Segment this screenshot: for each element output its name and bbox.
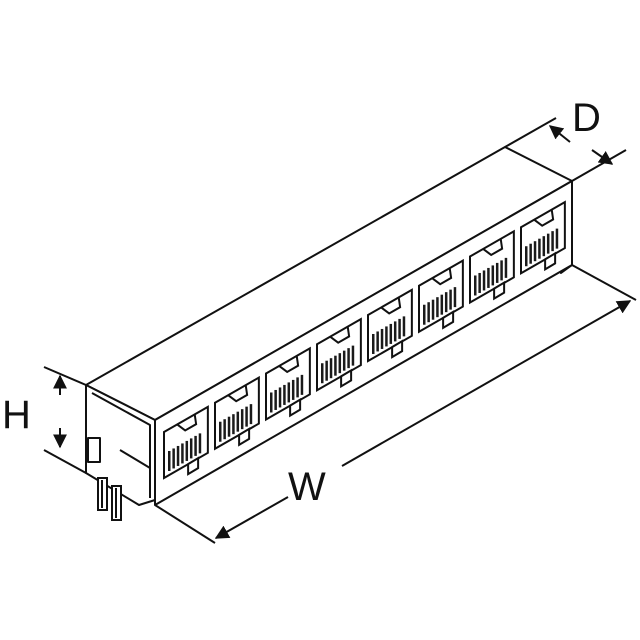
w-arrow-left (214, 496, 289, 539)
jack-port (265, 346, 311, 422)
connector-housing (85, 146, 573, 506)
jack-port (520, 200, 566, 275)
mounting-pins (97, 477, 122, 521)
side-tab (87, 437, 101, 463)
jack-port (469, 229, 515, 305)
w-arrow-right (341, 300, 632, 467)
w-extension-line-left (154, 504, 216, 544)
jack-ports (163, 200, 566, 480)
d-arrow-top (548, 125, 571, 143)
jack-port (418, 258, 464, 334)
w-extension-line-right (571, 264, 637, 301)
h-extension-line-top (43, 366, 87, 386)
jack-port (214, 375, 260, 451)
housing-left-end (85, 384, 156, 506)
d-arrow-bottom (591, 149, 614, 165)
jack-port (163, 405, 209, 480)
d-extension-line-front (571, 149, 627, 182)
dimension-lines (43, 117, 637, 544)
d-extension-line-back (504, 117, 557, 148)
jack-port (367, 288, 413, 363)
jack-port (316, 317, 362, 392)
h-extension-line-bottom (43, 449, 87, 474)
